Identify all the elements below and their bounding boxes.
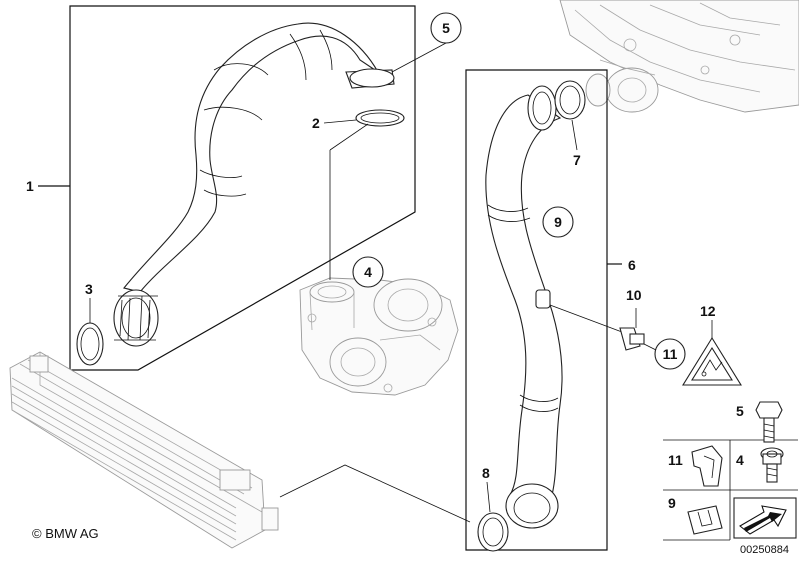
diagram-code: 00250884	[740, 544, 789, 556]
turbocharger	[299, 277, 459, 396]
bolt-4	[760, 447, 784, 483]
callout-2: 2	[312, 115, 320, 131]
leader-11	[643, 343, 657, 351]
callout-4: 4	[352, 256, 384, 288]
seal-ring-2	[355, 109, 405, 127]
small-parts-legend: 5 11 4 9	[663, 401, 798, 541]
leader-7	[571, 119, 578, 151]
callout-9: 9	[542, 206, 574, 238]
legend-label-4: 4	[736, 452, 744, 468]
legend-label-11: 11	[668, 452, 683, 468]
callout-3: 3	[85, 281, 93, 297]
seal-ring-7	[554, 80, 586, 120]
copyright-text: © BMW AG	[32, 526, 99, 541]
assembly-6-frame	[465, 69, 622, 551]
leader-8	[486, 481, 491, 513]
callout-11: 11	[654, 338, 686, 370]
callout-5: 5	[430, 12, 462, 44]
callout-1: 1	[26, 178, 34, 194]
callout-11-label: 11	[663, 346, 678, 362]
charge-air-hose-upper	[113, 22, 395, 347]
leader-5	[391, 42, 447, 73]
callout-12: 12	[700, 303, 716, 319]
callout-6: 6	[628, 257, 636, 273]
arrow-symbol	[733, 497, 797, 539]
intercooler	[9, 351, 279, 549]
callout-10: 10	[626, 287, 642, 303]
legend-label-9: 9	[668, 495, 676, 511]
callout-4-label: 4	[364, 264, 372, 280]
clip-11	[691, 445, 723, 487]
leader-2	[323, 119, 357, 124]
leader-2-seal	[329, 123, 369, 151]
callout-9-label: 9	[554, 214, 562, 230]
temperature-sensor	[549, 304, 645, 351]
seal-ring-3	[76, 322, 104, 366]
callout-7: 7	[573, 152, 581, 168]
bolt-5	[755, 401, 783, 443]
callout-8: 8	[482, 465, 490, 481]
clamp-9	[687, 505, 723, 535]
callout-5-label: 5	[442, 20, 450, 36]
assembly-1-frame	[38, 5, 416, 371]
leader-intercooler-hose	[279, 464, 471, 523]
legend-label-5: 5	[736, 403, 744, 419]
engine-block-ghost	[559, 0, 799, 113]
charge-air-hose-lower	[485, 85, 563, 529]
warning-label	[682, 320, 742, 386]
seal-ring-8	[477, 512, 509, 552]
